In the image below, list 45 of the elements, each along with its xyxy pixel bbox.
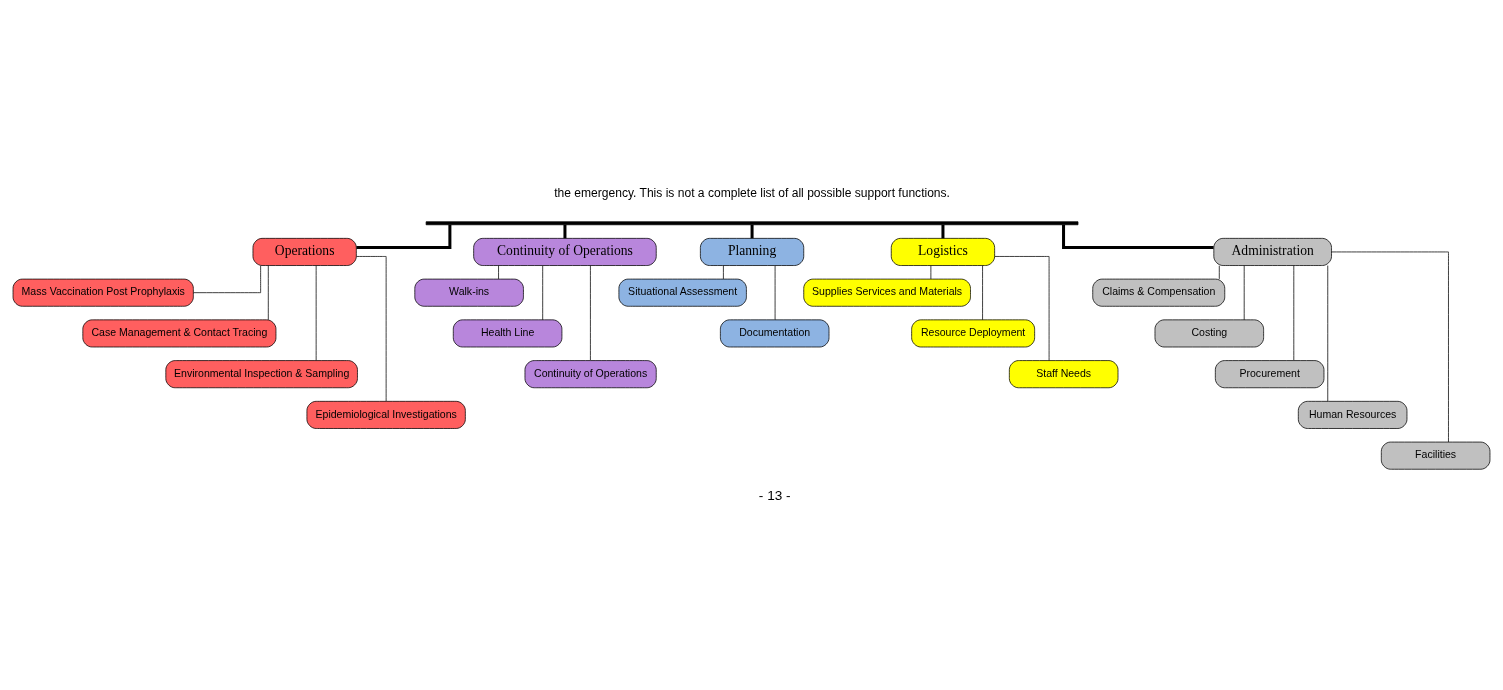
node-box: Operations (252, 237, 357, 266)
node-box: Continuity of Operations (473, 237, 657, 266)
node-box: Facilities (1380, 441, 1491, 470)
label: the emergency. This is not a complete list of all possible support functions. (554, 185, 950, 200)
connector (590, 264, 591, 361)
node-box: Environmental Inspection & Sampling (165, 359, 358, 388)
node-box: Health Line (452, 318, 563, 347)
node-box: Walk-ins (414, 278, 524, 307)
connector (498, 264, 499, 279)
node-box: Human Resources (1297, 400, 1408, 429)
label: - 13 - (758, 487, 791, 503)
connector (542, 264, 544, 320)
connector (994, 255, 1050, 361)
connector (774, 264, 776, 320)
node-box: Continuity of Operations (524, 359, 657, 388)
connector (750, 224, 754, 238)
connector (315, 264, 317, 361)
node-box: Administration (1213, 237, 1332, 266)
connector (563, 224, 567, 238)
connector (1243, 264, 1245, 320)
connector (982, 264, 983, 320)
connector (1327, 264, 1329, 402)
connector (930, 264, 932, 279)
node-box: Claims & Compensation (1092, 278, 1226, 307)
node-box: Planning (700, 237, 805, 266)
node-box: Procurement (1214, 359, 1325, 388)
node-box: Case Management & Contact Tracing (82, 318, 277, 347)
node-box: Costing (1154, 318, 1264, 347)
connector (193, 264, 261, 293)
connector (723, 264, 724, 279)
connector (941, 224, 945, 238)
connector (1218, 264, 1220, 279)
node-box: Situational Assessment (618, 278, 747, 307)
connector (267, 264, 269, 320)
node-bar (425, 220, 1079, 225)
node-box: Staff Needs (1008, 359, 1119, 388)
node-box: Logistics (890, 237, 995, 266)
node-box: Documentation (720, 318, 830, 347)
node-box: Supplies Services and Materials (803, 278, 971, 307)
node-box: Resource Deployment (911, 318, 1035, 347)
node-box: Epidemiological Investigations (306, 400, 466, 429)
connector (1331, 251, 1449, 442)
connector (356, 255, 387, 401)
connector (1293, 264, 1295, 361)
node-box: Mass Vaccination Post Prophylaxis (12, 278, 194, 307)
